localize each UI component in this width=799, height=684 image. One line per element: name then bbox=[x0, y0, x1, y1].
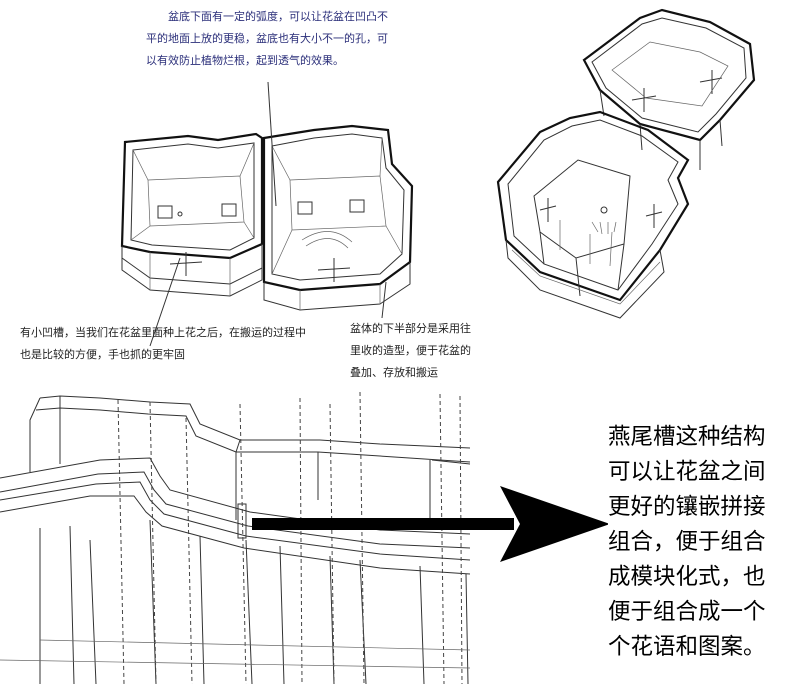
annotation-bottom-curvature: 盆底下面有一定的弧度，可以让花盆在凹凸不平的地面上放的更稳，盆底也有大小不一的孔… bbox=[146, 10, 388, 67]
dovetail-closeup-illustration bbox=[0, 391, 471, 684]
callout-line: 燕尾槽这种结构 bbox=[608, 424, 766, 450]
callout-line: 个花语和图案。 bbox=[608, 634, 766, 660]
callout-line: 便于组合成一个 bbox=[608, 599, 766, 625]
callout-line: 更好的镶嵌拼接 bbox=[608, 494, 766, 520]
stacked-pots-illustration bbox=[496, 8, 756, 319]
callout-line: 可以让花盆之间 bbox=[608, 459, 766, 485]
annotation-groove: 有小凹槽，当我们在花盆里面种上花之后，在搬运的过程中也是比较的方便，手也抓的更牢… bbox=[20, 326, 306, 361]
pot-pair-illustration bbox=[120, 124, 414, 311]
leader-lines bbox=[149, 81, 387, 347]
annotation-lower-half: 盆体的下半部分是采用往里收的造型，便于花盆的叠加、存放和搬运 bbox=[350, 322, 471, 379]
callout-line: 成模块化式，也 bbox=[608, 564, 766, 590]
dovetail-callout: 燕尾槽这种结构 可以让花盆之间 更好的镶嵌拼接 组合，便于组合 成模块化式，也 … bbox=[608, 420, 794, 665]
dovetail-arrow bbox=[252, 486, 610, 562]
callout-line: 组合，便于组合 bbox=[608, 529, 766, 555]
